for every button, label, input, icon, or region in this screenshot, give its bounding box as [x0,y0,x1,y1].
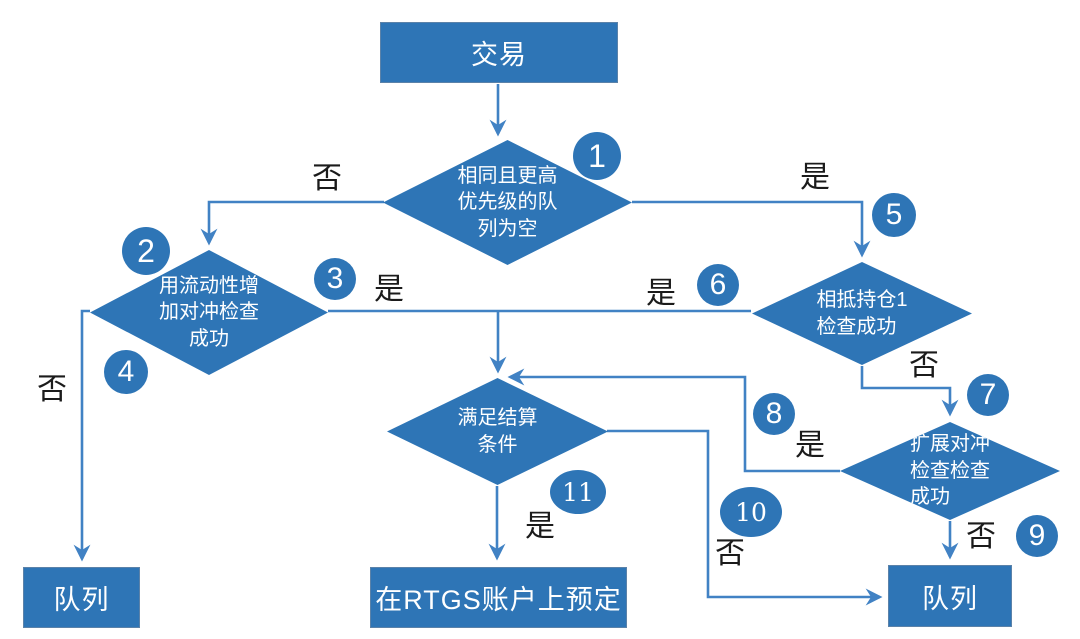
decision-priority-queue-empty-label: 相同且更高 优先级的队 列为空 [457,164,558,240]
step-badge-4: 4 [104,350,148,394]
edge-label-no-priority: 否 [312,162,342,195]
node-transaction: 交易 [380,22,618,83]
node-rtgs-reserve: 在RTGS账户上预定 [370,567,627,628]
node-queue-left: 队列 [23,567,140,628]
step-badge-9: 9 [1016,515,1058,557]
edge-extended-yes-to-settlement [507,368,840,473]
decision-extended-offset-check-label: 扩展对冲 检查检查 成功 [910,433,990,509]
step-badge-8: 8 [753,393,795,435]
edge-label-no-extended: 否 [966,520,996,553]
step-badge-10: 10 [720,487,782,537]
decision-offset-position-check-label: 相抵持仓1 检查成功 [816,289,908,338]
edge-label-yes-liquidity: 是 [374,273,404,306]
step-badge-2: 2 [122,227,170,275]
edge-priority-no-to-liquidity [200,200,384,246]
step-badge-6: 6 [697,264,739,306]
edge-liquidity-no-to-queue-left [73,309,91,562]
node-queue-right-label: 队列 [922,583,978,614]
edge-label-yes-priority: 是 [800,161,830,194]
node-queue-left-label: 队列 [53,585,110,615]
decision-settlement-condition-label: 满足结算 条件 [457,407,538,456]
edge-label-yes-settlement: 是 [525,510,555,543]
edge-priority-yes-to-offset-position [632,200,871,258]
node-rtgs-reserve-label: 在RTGS账户上预定 [375,585,622,615]
node-transaction-label: 交易 [471,40,527,70]
step-badge-3: 3 [314,258,356,300]
edge-label-no-offset-position: 否 [909,349,939,382]
edge-label-yes-offset-position: 是 [646,277,676,310]
step-badge-5: 5 [872,193,916,237]
edge-settlement-no-to-queue-right [607,429,883,606]
edge-label-no-settlement: 否 [715,537,745,570]
step-badge-7: 7 [967,374,1009,416]
edge-label-yes-extended: 是 [795,429,825,462]
step-badge-11: 11 [550,470,606,514]
decision-liquidity-offset-check-label: 用流动性增 加对冲检查 成功 [159,274,259,350]
node-queue-right: 队列 [888,565,1012,627]
step-badge-1: 1 [573,132,621,180]
edge-offset-position-no-to-extended [860,366,959,417]
edge-label-no-liquidity: 否 [37,373,67,406]
